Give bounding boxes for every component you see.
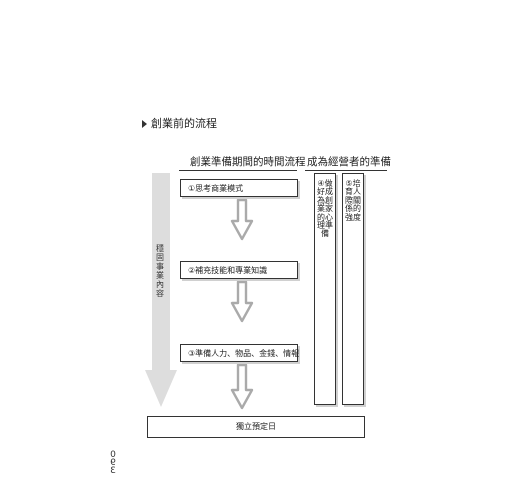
- target-date-box: 獨立預定日: [147, 416, 365, 438]
- step-3-label: ③準備人力、物品、金錢、情報: [188, 349, 300, 358]
- step-3-down-arrow-icon: [230, 364, 254, 410]
- timeline-header-underline: [179, 170, 297, 171]
- target-date-label: 獨立預定日: [236, 422, 276, 431]
- side-label: 穩固事業內容: [156, 244, 164, 298]
- step-1-label: ①思考商業模式: [188, 184, 244, 193]
- step-3-box: ③準備人力、物品、金錢、情報: [180, 344, 300, 362]
- step-2-label: ②補充技能和專業知識: [188, 266, 268, 275]
- page-number: 093: [110, 450, 116, 476]
- manager-item-5-box: ⑤培育人際關係的強度: [342, 173, 364, 405]
- timeline-big-arrow: [145, 173, 177, 407]
- manager-header: 成為經營者的準備: [307, 156, 391, 168]
- triangle-right-icon: [142, 120, 147, 128]
- manager-header-underline: [305, 170, 387, 171]
- manager-item-5-label: ⑤培育人際關係的強度: [345, 179, 361, 222]
- manager-item-4-box: ④做好成為創業家的心理準備: [314, 173, 336, 405]
- step-2-down-arrow-icon: [230, 281, 254, 323]
- manager-item-4-label: ④做好成為創業家的心理準備: [317, 179, 333, 239]
- step-1-box: ①思考商業模式: [180, 179, 298, 197]
- timeline-header: 創業準備期間的時間流程: [190, 156, 306, 168]
- section-title: 創業前的流程: [142, 118, 217, 130]
- section-title-text: 創業前的流程: [151, 117, 217, 130]
- step-2-box: ②補充技能和專業知識: [180, 261, 298, 279]
- step-1-down-arrow-icon: [230, 199, 254, 241]
